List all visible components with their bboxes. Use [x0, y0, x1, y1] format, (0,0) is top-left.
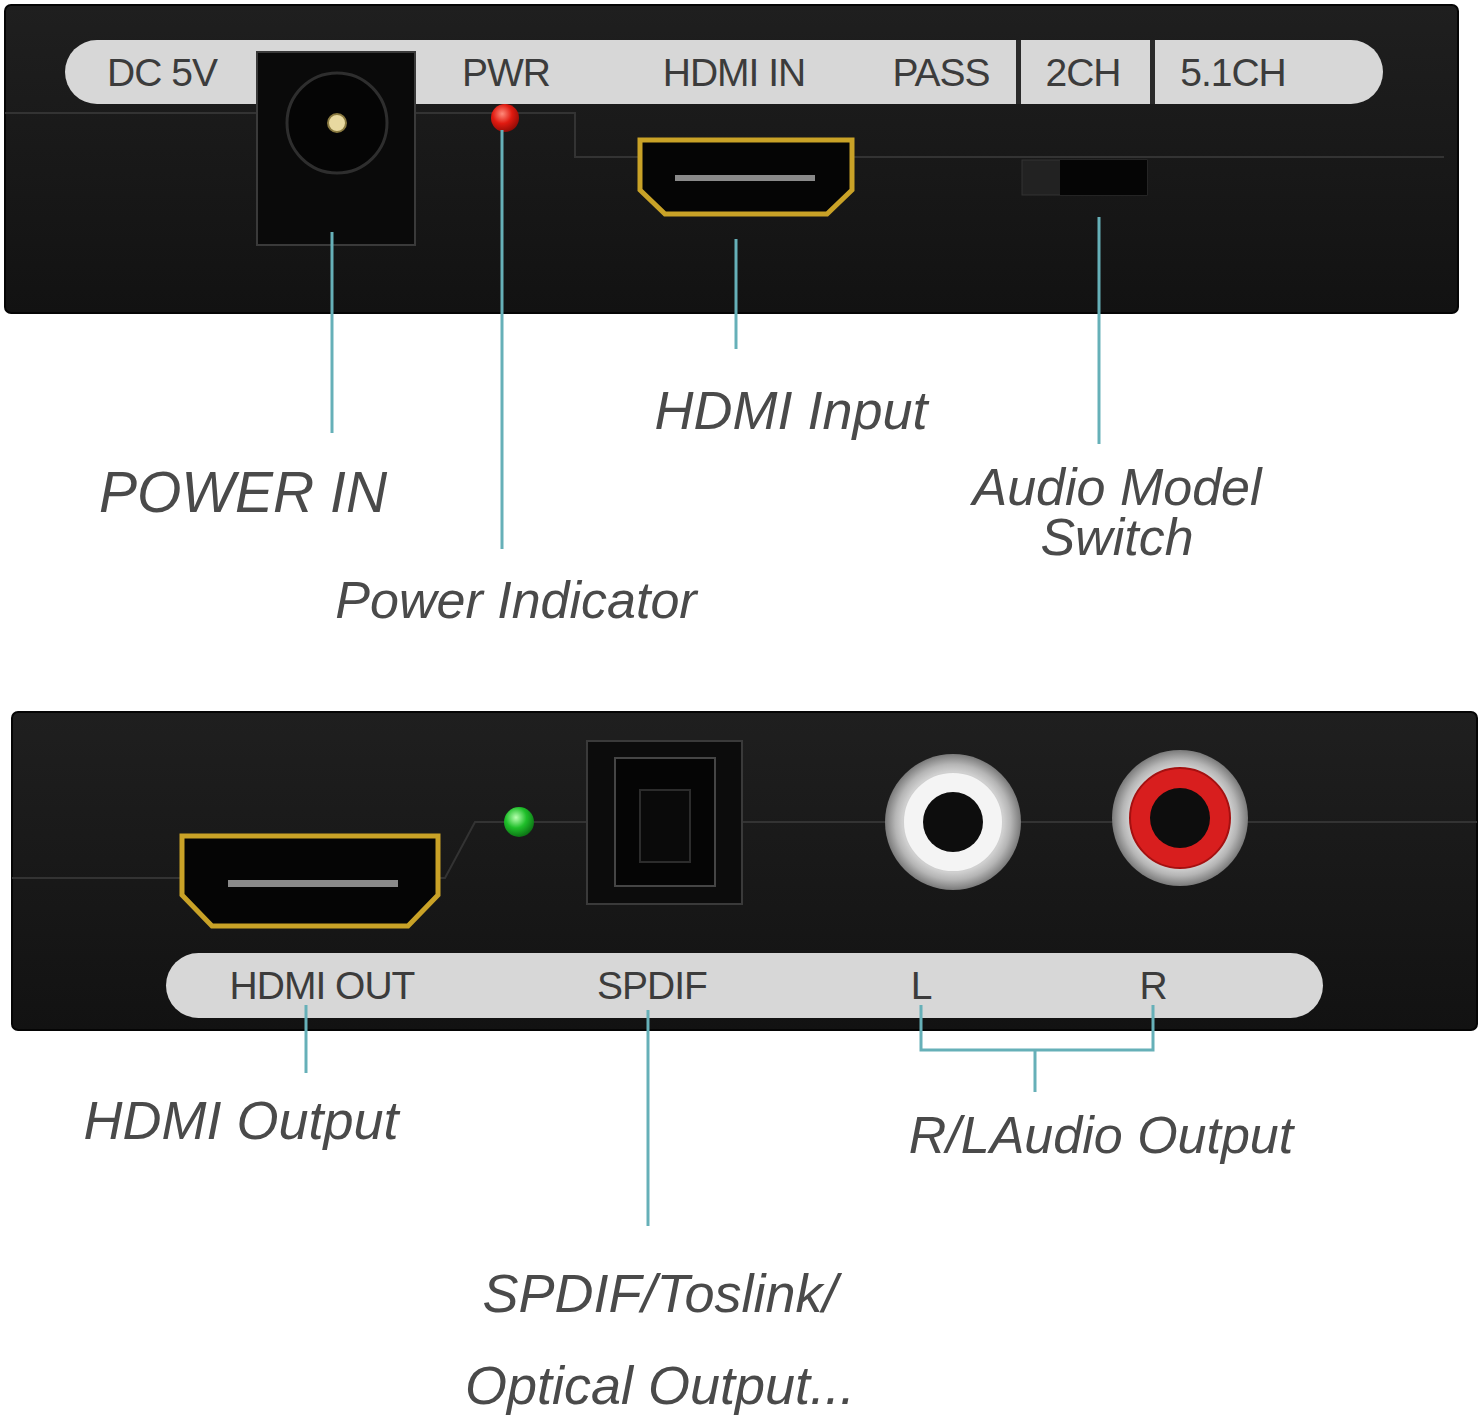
rca-jack-ring [903, 772, 1003, 872]
band-divider [1150, 40, 1155, 104]
callout-label: R/LAudio Output [801, 1104, 1401, 1166]
leader-line [501, 130, 504, 549]
rca-jack [885, 754, 1021, 890]
status-led [504, 807, 534, 837]
leader-line [305, 1005, 308, 1073]
panel-label: R [1139, 966, 1166, 1005]
label-band: HDMI OUT SPDIF L R [166, 953, 1323, 1018]
hdmi-pins [228, 880, 398, 887]
optical-port [587, 741, 742, 904]
panel-label: 2CH [1045, 53, 1120, 92]
switch-slot [1022, 160, 1147, 195]
callout-label: HDMI Output [0, 1088, 541, 1152]
optical-window [640, 790, 690, 862]
panel-label: 5.1CH [1180, 53, 1286, 92]
dc-jack-socket [287, 73, 387, 173]
callout-label: Audio Model Switch [917, 462, 1317, 562]
panel-label: SPDIF [597, 966, 707, 1005]
leader-line [1098, 217, 1101, 444]
leader-line [735, 239, 738, 349]
leader-line [647, 1010, 650, 1226]
panel-seam [5, 113, 1444, 157]
panel-label: L [911, 966, 932, 1005]
hdmi-pins [675, 175, 815, 181]
panel-seam [12, 822, 1477, 878]
dc-jack-housing [257, 52, 415, 245]
panel-label: DC 5V [107, 53, 217, 92]
callout-label: SPDIF/Toslink/ Optical Output... [420, 1247, 900, 1421]
power-led [491, 104, 519, 132]
panel-label: HDMI IN [663, 53, 806, 92]
rca-jack-ring [1130, 768, 1230, 868]
callout-label: POWER IN [0, 458, 543, 526]
panel-label: PASS [892, 53, 989, 92]
leader-bracket [921, 1005, 1153, 1092]
panel-label: PWR [462, 53, 550, 92]
label-band: DC 5V PWR HDMI IN PASS 2CH 5.1CH [65, 40, 1383, 104]
rca-jack-hole [1150, 788, 1210, 848]
hdmi-port [640, 140, 852, 214]
hdmi-port [182, 836, 438, 926]
switch-slider [1060, 160, 1147, 195]
band-divider [1016, 40, 1021, 104]
callout-label: HDMI Input [491, 378, 1091, 442]
rca-jack-hole [923, 792, 983, 852]
callout-label: Power Indicator [216, 569, 816, 631]
panel-label: HDMI OUT [230, 966, 415, 1005]
dc-jack-pin [328, 114, 346, 132]
rear-panel [12, 712, 1477, 1030]
rca-jack [1112, 750, 1248, 886]
optical-shutter [615, 758, 715, 886]
leader-line [331, 232, 334, 433]
front-panel [5, 5, 1458, 313]
